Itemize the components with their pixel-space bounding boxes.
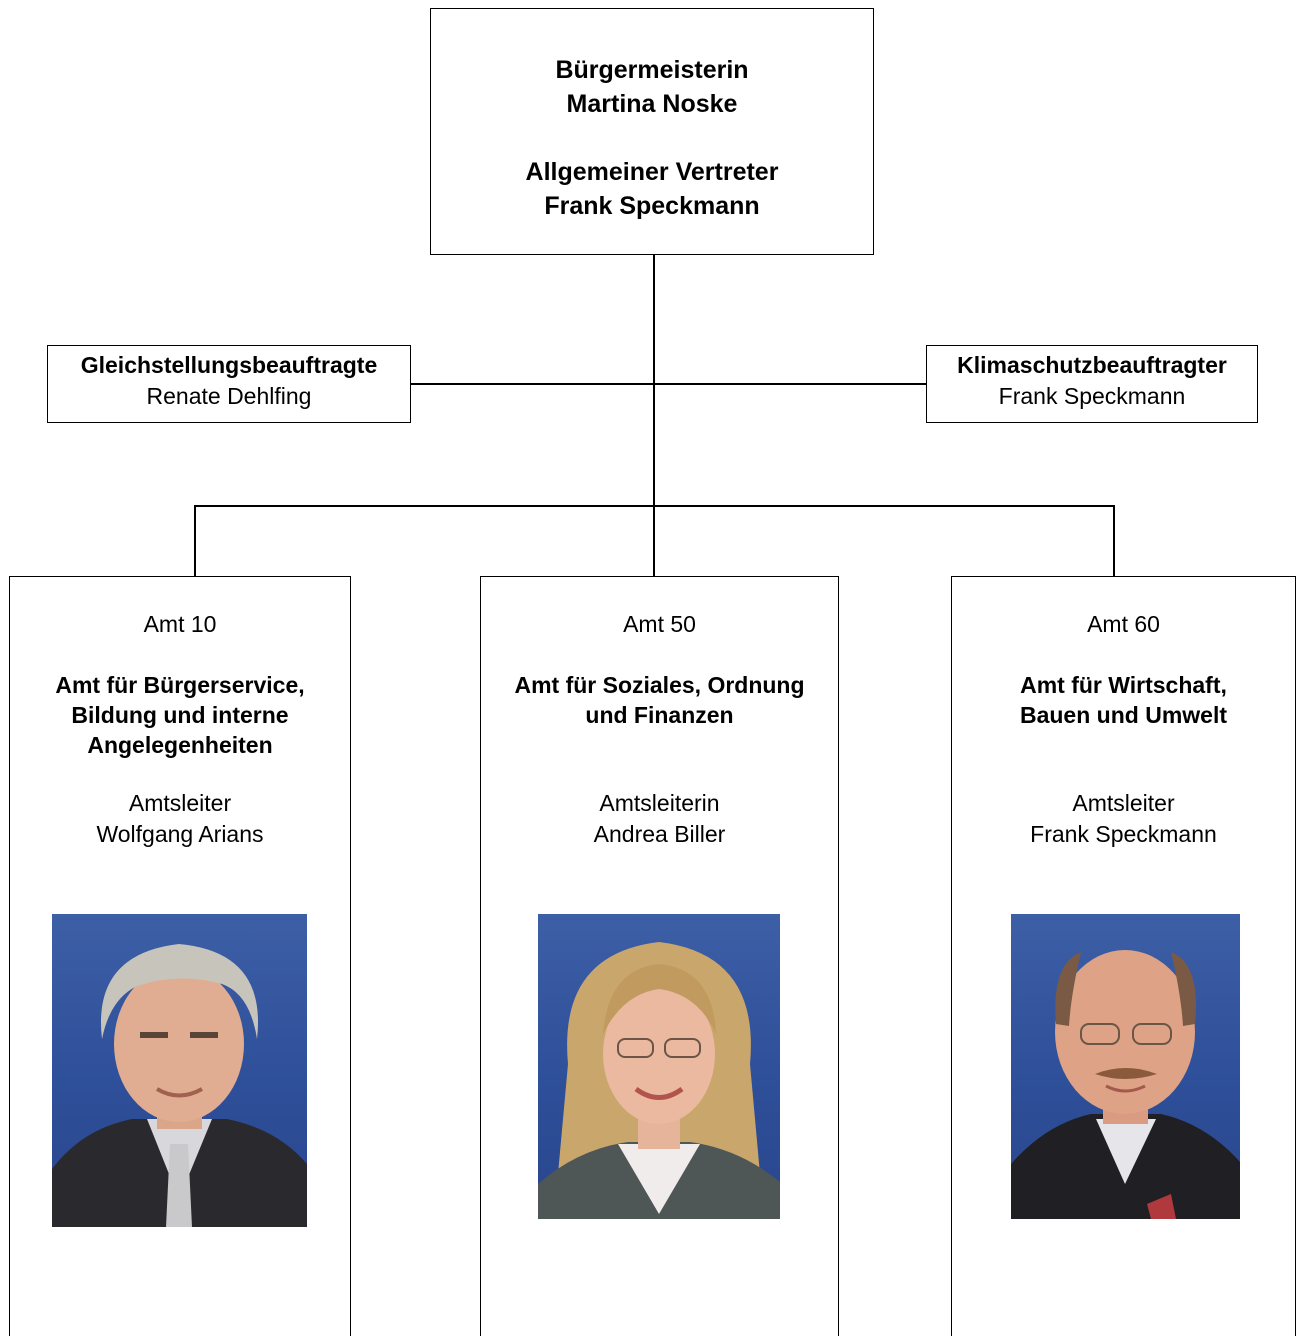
deputy-name: Frank Speckmann: [544, 192, 760, 220]
department-code: Amt 10: [143, 611, 217, 637]
mayor-box: Bürgermeisterin Martina Noske Allgemeine…: [430, 8, 874, 255]
department-head-name: Andrea Biller: [593, 821, 726, 847]
department-name-line: Bildung und interne: [71, 702, 289, 728]
department-name: Amt für Wirtschaft, Bauen und Umwelt: [952, 670, 1295, 730]
connector-dept-10: [194, 505, 196, 576]
mayor-name: Martina Noske: [566, 90, 738, 118]
department-name-line: Amt für Soziales, Ordnung: [514, 672, 805, 698]
department-head-name: Wolfgang Arians: [96, 821, 264, 847]
mayor-role: Bürgermeisterin: [555, 56, 749, 84]
department-head-role: Amtsleiterin: [599, 790, 720, 816]
department-head-role: Amtsleiter: [128, 790, 232, 816]
department-box-60: Amt 60 Amt für Wirtschaft, Bauen und Umw…: [951, 576, 1296, 1336]
equality-officer-title: Gleichstellungsbeauftragte: [80, 352, 378, 378]
department-code: Amt 60: [1087, 611, 1160, 637]
connector-horizontal-departments: [194, 505, 1115, 507]
connector-vertical-main: [653, 255, 655, 576]
climate-officer-name: Frank Speckmann: [998, 383, 1186, 409]
equality-officer-box: Gleichstellungsbeauftragte Renate Dehlfi…: [47, 345, 411, 423]
climate-officer-title: Klimaschutzbeauftragter: [957, 352, 1227, 378]
climate-officer-box: Klimaschutzbeauftragter Frank Speckmann: [926, 345, 1258, 423]
department-name: Amt für Bürgerservice, Bildung und inter…: [10, 670, 350, 760]
connector-right: [654, 383, 926, 385]
department-name-line: Amt für Bürgerservice,: [55, 672, 305, 698]
department-box-50: Amt 50 Amt für Soziales, Ordnung und Fin…: [480, 576, 839, 1336]
department-name-line: Amt für Wirtschaft,: [1020, 672, 1227, 698]
department-head-name: Frank Speckmann: [1030, 821, 1217, 847]
portrait-photo: [538, 914, 780, 1219]
department-name-line: und Finanzen: [585, 702, 734, 728]
department-name-line: Bauen und Umwelt: [1019, 702, 1227, 728]
connector-dept-60: [1113, 505, 1115, 576]
department-code: Amt 50: [623, 611, 696, 637]
equality-officer-name: Renate Dehlfing: [146, 383, 312, 409]
connector-left: [411, 383, 654, 385]
department-name: Amt für Soziales, Ordnung und Finanzen: [481, 670, 838, 730]
portrait-photo: [52, 914, 307, 1227]
department-name-line: Angelegenheiten: [87, 732, 273, 758]
deputy-role: Allgemeiner Vertreter: [525, 158, 779, 186]
portrait-photo: [1011, 914, 1240, 1219]
department-head-role: Amtsleiter: [1072, 790, 1175, 816]
department-box-10: Amt 10 Amt für Bürgerservice, Bildung un…: [9, 576, 351, 1336]
